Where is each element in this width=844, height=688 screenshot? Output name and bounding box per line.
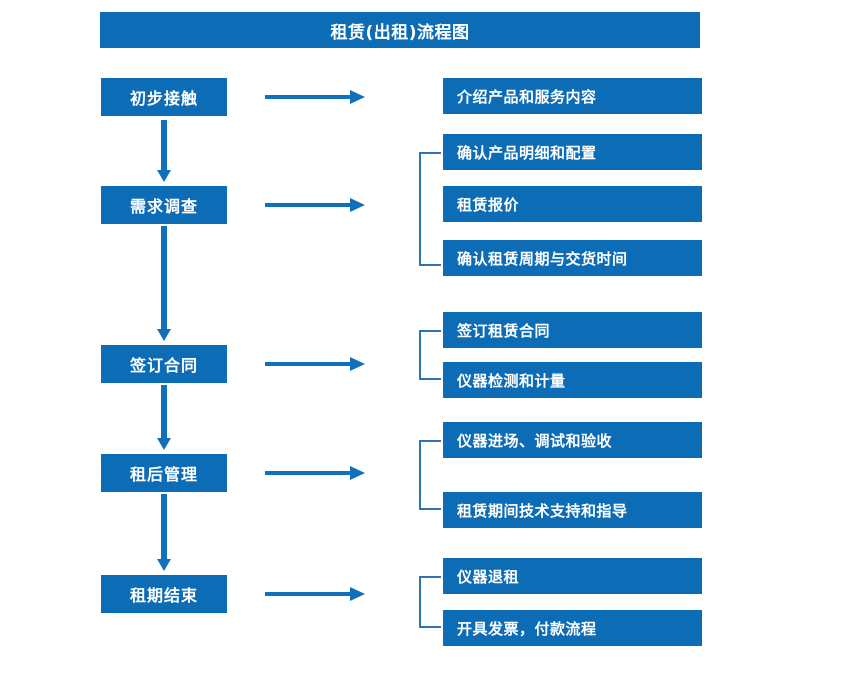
stage-box-1[interactable]: 初步接触 xyxy=(101,78,227,116)
group-bracket-3 xyxy=(419,330,441,380)
group-bracket-5 xyxy=(419,576,441,628)
horizontal-arrow-2 xyxy=(265,198,365,212)
detail-box-8[interactable]: 租赁期间技术支持和指导 xyxy=(443,492,702,528)
group-bracket-2 xyxy=(419,152,441,266)
horizontal-arrow-1 xyxy=(265,90,365,104)
detail-box-1[interactable]: 介绍产品和服务内容 xyxy=(443,78,702,114)
vertical-arrow-4 xyxy=(157,494,171,573)
detail-box-2[interactable]: 确认产品明细和配置 xyxy=(443,134,702,170)
detail-box-7[interactable]: 仪器进场、调试和验收 xyxy=(443,422,702,458)
stage-box-3[interactable]: 签订合同 xyxy=(101,345,227,383)
detail-box-3[interactable]: 租赁报价 xyxy=(443,186,702,222)
horizontal-arrow-5 xyxy=(265,587,365,601)
chart-title: 租赁(出租)流程图 xyxy=(100,12,700,48)
horizontal-arrow-3 xyxy=(265,357,365,371)
vertical-arrow-2 xyxy=(157,226,171,343)
detail-box-10[interactable]: 开具发票，付款流程 xyxy=(443,610,702,646)
detail-box-5[interactable]: 签订租赁合同 xyxy=(443,312,702,348)
vertical-arrow-3 xyxy=(157,385,171,452)
group-bracket-4 xyxy=(419,440,441,510)
stage-box-5[interactable]: 租期结束 xyxy=(101,575,227,613)
horizontal-arrow-4 xyxy=(265,466,365,480)
stage-box-4[interactable]: 租后管理 xyxy=(101,454,227,492)
detail-box-4[interactable]: 确认租赁周期与交货时间 xyxy=(443,240,702,276)
vertical-arrow-1 xyxy=(157,120,171,184)
stage-box-2[interactable]: 需求调查 xyxy=(101,186,227,224)
detail-box-6[interactable]: 仪器检测和计量 xyxy=(443,362,702,398)
detail-box-9[interactable]: 仪器退租 xyxy=(443,558,702,594)
